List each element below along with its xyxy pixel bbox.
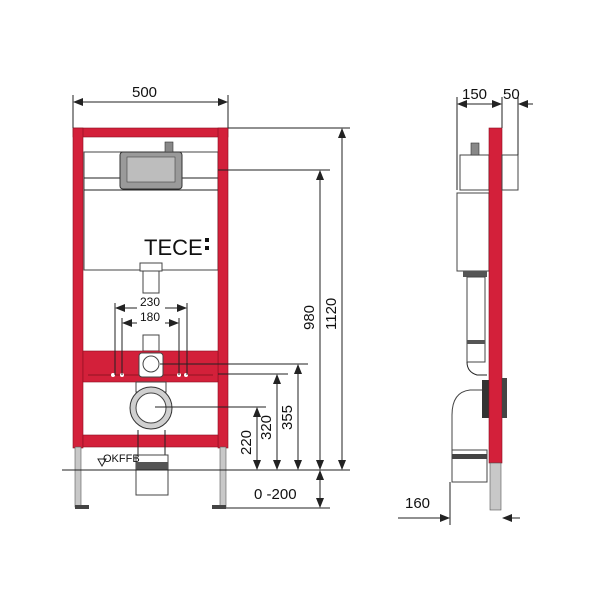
dim-spacing-inner: 180 <box>140 310 160 324</box>
dim-plate-depth: 50 <box>503 86 520 103</box>
side-flush-pipe <box>466 276 486 363</box>
side-cistern-top <box>459 154 490 191</box>
frame-right-upright <box>217 127 229 449</box>
dim-total-height: 1120 <box>323 298 340 330</box>
dim-220: 220 <box>238 430 255 455</box>
dim-355: 355 <box>279 405 296 430</box>
side-frame <box>488 127 503 464</box>
brand-logo: TECE <box>144 235 203 260</box>
flush-opening <box>142 355 160 373</box>
floor-label: OKFFB <box>103 453 140 465</box>
right-foot <box>219 446 227 508</box>
side-view: 150 50 160 <box>398 86 533 525</box>
frame-bottom-bar <box>82 434 219 448</box>
flush-pipe <box>142 270 160 294</box>
frame-top-bar <box>72 127 229 138</box>
left-foot <box>74 446 82 508</box>
dim-spacing-outer: 230 <box>140 295 160 309</box>
frame-left-upright <box>72 127 84 449</box>
side-flush-plate <box>501 154 519 191</box>
dim-320: 320 <box>258 415 275 440</box>
dim-width: 500 <box>132 84 157 101</box>
dim-outlet-depth: 160 <box>405 495 430 512</box>
side-cistern <box>456 192 490 272</box>
dim-cistern-depth: 150 <box>462 86 487 103</box>
dim-plate-height: 980 <box>301 305 318 330</box>
front-view: TECE OKFFB 500 <box>62 84 350 509</box>
drain-pipe <box>135 454 169 496</box>
side-drain-bend <box>451 389 487 451</box>
side-foot <box>489 462 502 511</box>
dim-foot-adjust: 0 -200 <box>254 486 297 503</box>
